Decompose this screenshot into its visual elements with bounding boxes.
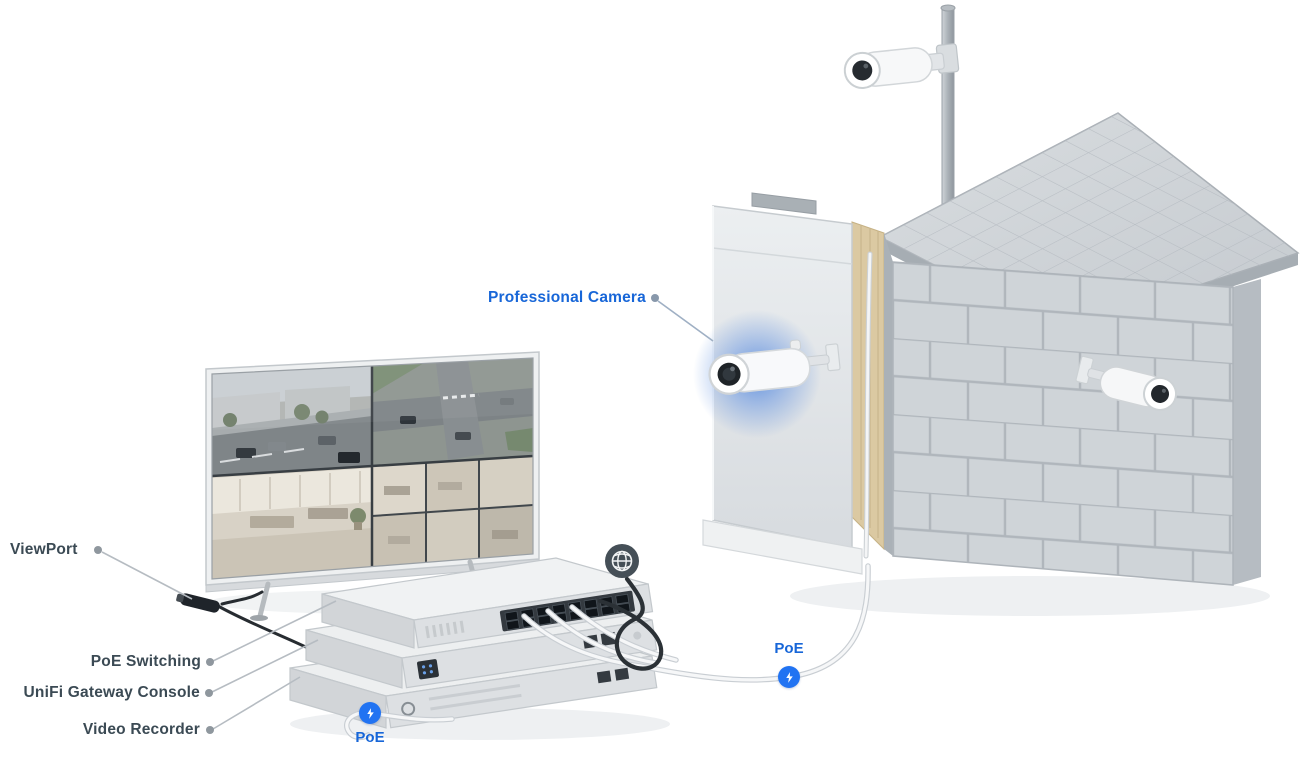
viewport-monitor bbox=[205, 351, 540, 621]
callout-viewport: ViewPort bbox=[10, 541, 78, 558]
internet-cable bbox=[597, 576, 664, 671]
wall-cutaway-layers bbox=[851, 221, 893, 556]
pole-camera bbox=[843, 43, 960, 89]
internet-globe-icon bbox=[605, 544, 639, 578]
white-poe-cables bbox=[344, 563, 871, 741]
wall-camera-right bbox=[1075, 355, 1178, 411]
professional-camera bbox=[693, 310, 841, 438]
callout-unifi-gateway-console: UniFi Gateway Console bbox=[23, 684, 200, 701]
callout-professional-camera: Professional Camera bbox=[487, 289, 646, 306]
poe-wall-label: PoE bbox=[774, 640, 804, 657]
callout-poe-switching: PoE Switching bbox=[90, 653, 201, 670]
camera-feed-grid bbox=[212, 358, 533, 579]
in-wall-cable bbox=[863, 251, 873, 559]
stone-wall bbox=[892, 261, 1261, 586]
poe-lightning-icon bbox=[785, 671, 793, 683]
rack-stack bbox=[289, 557, 658, 729]
camera-pole bbox=[940, 4, 956, 209]
poe-wall-badge bbox=[778, 666, 800, 688]
poe-lightning-icon bbox=[366, 707, 374, 719]
poe-rack-label: PoE bbox=[355, 729, 385, 746]
callout-video-recorder: Video Recorder bbox=[82, 721, 200, 738]
poe-rack-badge bbox=[359, 702, 381, 724]
leader-lines bbox=[94, 294, 714, 734]
